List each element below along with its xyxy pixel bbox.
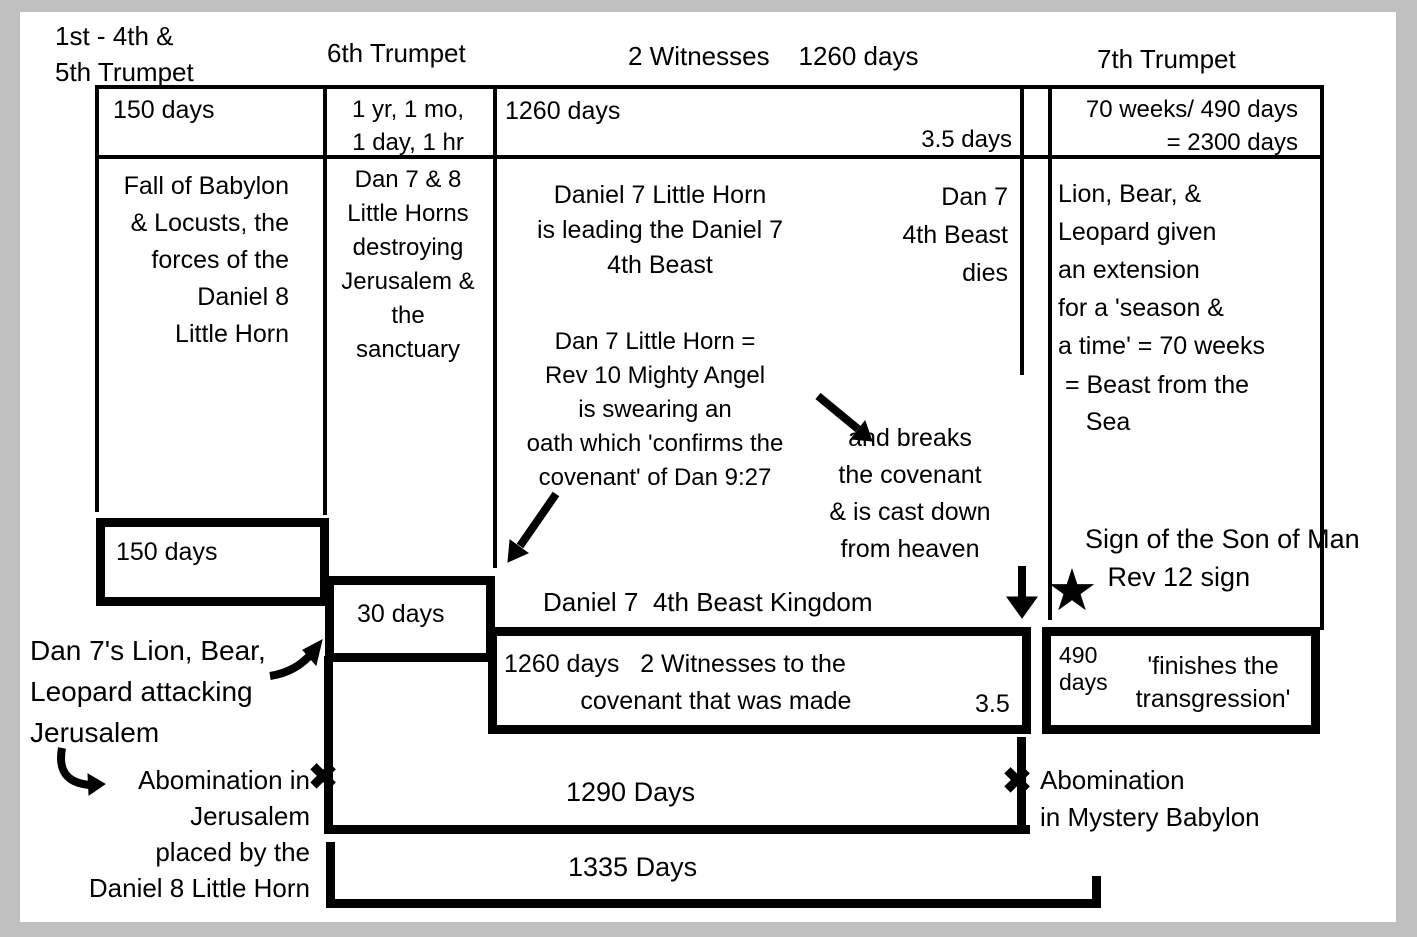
x-mark-babylon-icon: ✖ <box>1002 760 1033 801</box>
box-490-days-text: 'finishes the transgression' <box>1135 652 1291 713</box>
box-490-days-duration: 490 days <box>1059 642 1108 695</box>
label-1290-days: 1290 Days <box>566 777 696 807</box>
event-lion-bear-leopard: Lion, Bear, & Leopard given an extension… <box>1058 180 1265 360</box>
note-sign-of-son-of-man: Sign of the Son of Man Rev 12 sign <box>1085 524 1360 592</box>
duration-70-weeks: 70 weeks/ 490 days = 2300 days <box>1085 96 1298 156</box>
rail-right <box>1320 85 1324 630</box>
duration-150-days: 150 days <box>113 96 215 124</box>
table-top-border <box>95 85 1324 89</box>
rail-left <box>95 85 99 512</box>
box-30-days <box>325 576 495 662</box>
kingdom-label: Daniel 7 4th Beast Kingdom <box>543 587 873 617</box>
box-150-days <box>96 518 329 606</box>
box-1260-days <box>488 627 1031 734</box>
note-abomination-jerusalem: Abomination in Jerusalem placed by the D… <box>88 765 310 903</box>
box-30-days-label: 30 days <box>357 600 445 628</box>
duration-1260-days: 1260 days <box>505 97 621 125</box>
bracket-1290-line <box>324 825 1030 834</box>
header-2-witnesses: 2 Witnesses 1260 days <box>628 41 919 71</box>
box-490-days <box>1042 627 1320 734</box>
bracket-1335-line <box>326 899 1101 908</box>
bracket-1290-left <box>324 656 333 834</box>
bracket-1335-left <box>326 842 335 908</box>
note-breaks-covenant: and breaks the covenant & is cast down f… <box>829 424 991 563</box>
star-icon: ★ <box>1046 558 1098 623</box>
paper-sheet <box>20 12 1396 922</box>
note-abomination-babylon: Abomination in Mystery Babylon <box>1040 765 1260 832</box>
rail-col5 <box>1048 85 1052 620</box>
event-fall-of-babylon: Fall of Babylon & Locusts, the forces of… <box>123 172 289 348</box>
rail-col4 <box>1020 85 1024 375</box>
event-beast-from-sea: = Beast from the Sea <box>1064 371 1250 436</box>
rail-col3 <box>493 85 497 568</box>
duration-1yr-1mo: 1 yr, 1 mo, 1 day, 1 hr <box>351 96 465 156</box>
event-4th-beast-dies: Dan 7 4th Beast dies <box>902 183 1008 287</box>
header-trumpet-7: 7th Trumpet <box>1097 44 1236 74</box>
label-1335-days: 1335 Days <box>568 852 698 882</box>
rail-col2 <box>323 85 327 515</box>
box-1260-days-right: 3.5 <box>975 690 1010 718</box>
header-trumpet-6: 6th Trumpet <box>327 38 466 68</box>
duration-3-5-days: 3.5 days <box>921 126 1012 153</box>
box-150-days-label: 150 days <box>116 538 218 566</box>
note-oath-confirms-covenant: Dan 7 Little Horn = Rev 10 Mighty Angel … <box>526 328 784 491</box>
event-daniel7-little-horn: Daniel 7 Little Horn is leading the Dani… <box>537 181 783 279</box>
note-lion-attacking-jerusalem: Dan 7's Lion, Bear, Leopard attacking Je… <box>30 635 266 748</box>
table-header-divider <box>95 155 1324 159</box>
bracket-1290-right <box>1017 737 1026 834</box>
bracket-1335-right <box>1092 876 1101 908</box>
event-little-horns: Dan 7 & 8 Little Horns destroying Jerusa… <box>341 166 475 363</box>
header-trumpets-1-5: 1st - 4th & 5th Trumpet <box>55 21 194 87</box>
box-1260-days-text: 1260 days 2 Witnesses to the covenant th… <box>504 650 852 715</box>
x-mark-jerusalem-icon: ✖ <box>308 756 339 797</box>
